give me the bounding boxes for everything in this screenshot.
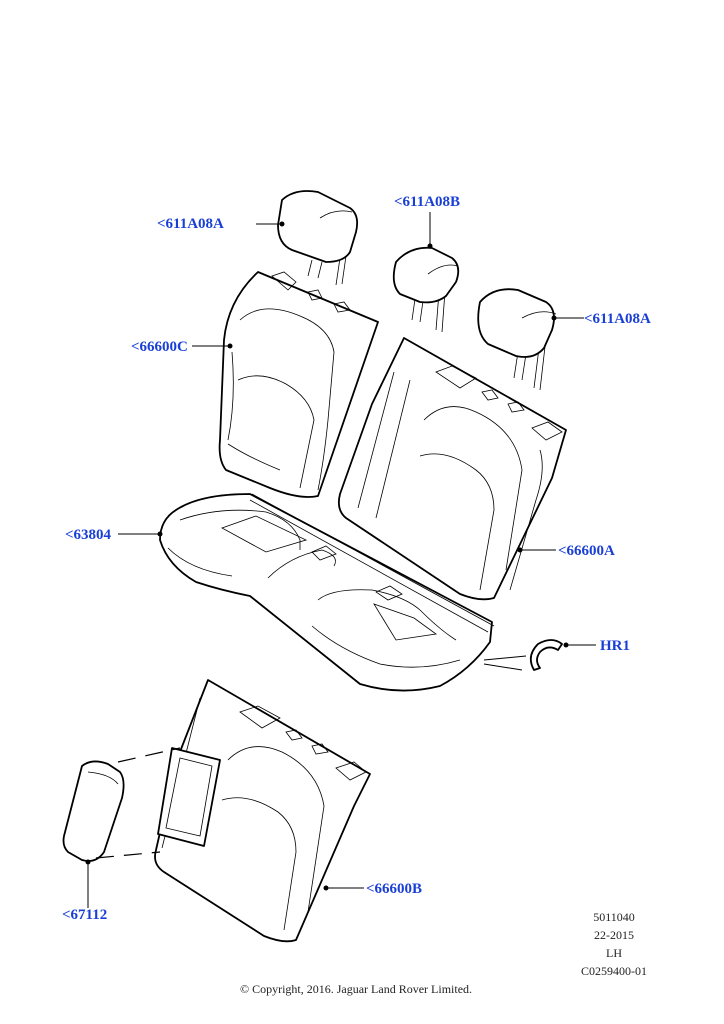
- backrest-center[interactable]: [154, 679, 371, 943]
- copyright-notice: © Copyright, 2016. Jaguar Land Rover Lim…: [239, 982, 473, 996]
- hook[interactable]: [483, 639, 563, 671]
- armrest[interactable]: [62, 747, 181, 862]
- illustration-code: C0259400-01: [581, 964, 647, 978]
- callout-backrest-center[interactable]: <66600B: [366, 881, 423, 897]
- callout-armrest[interactable]: <67112: [62, 907, 108, 923]
- date-code: 22-2015: [594, 928, 634, 942]
- callout-cushion[interactable]: <63804: [65, 527, 112, 543]
- cushion[interactable]: [159, 493, 495, 692]
- callout-hook[interactable]: HR1: [600, 638, 630, 654]
- backrest-left[interactable]: [218, 271, 379, 498]
- headrest-right[interactable]: [477, 288, 557, 391]
- callout-headrest-right[interactable]: <611A08A: [584, 311, 651, 327]
- callout-backrest-left[interactable]: <66600C: [131, 339, 188, 355]
- reference-number: 5011040: [593, 910, 635, 924]
- backrest-right[interactable]: [337, 337, 567, 601]
- callout-backrest-right[interactable]: <66600A: [558, 543, 615, 559]
- leader-lines: [85, 212, 596, 908]
- callout-headrest-left[interactable]: <611A08A: [157, 216, 224, 232]
- side-label: LH: [606, 946, 622, 960]
- callout-headrest-center[interactable]: <611A08B: [394, 194, 461, 210]
- headrest-center[interactable]: [392, 246, 460, 333]
- headrest-left[interactable]: [277, 190, 359, 286]
